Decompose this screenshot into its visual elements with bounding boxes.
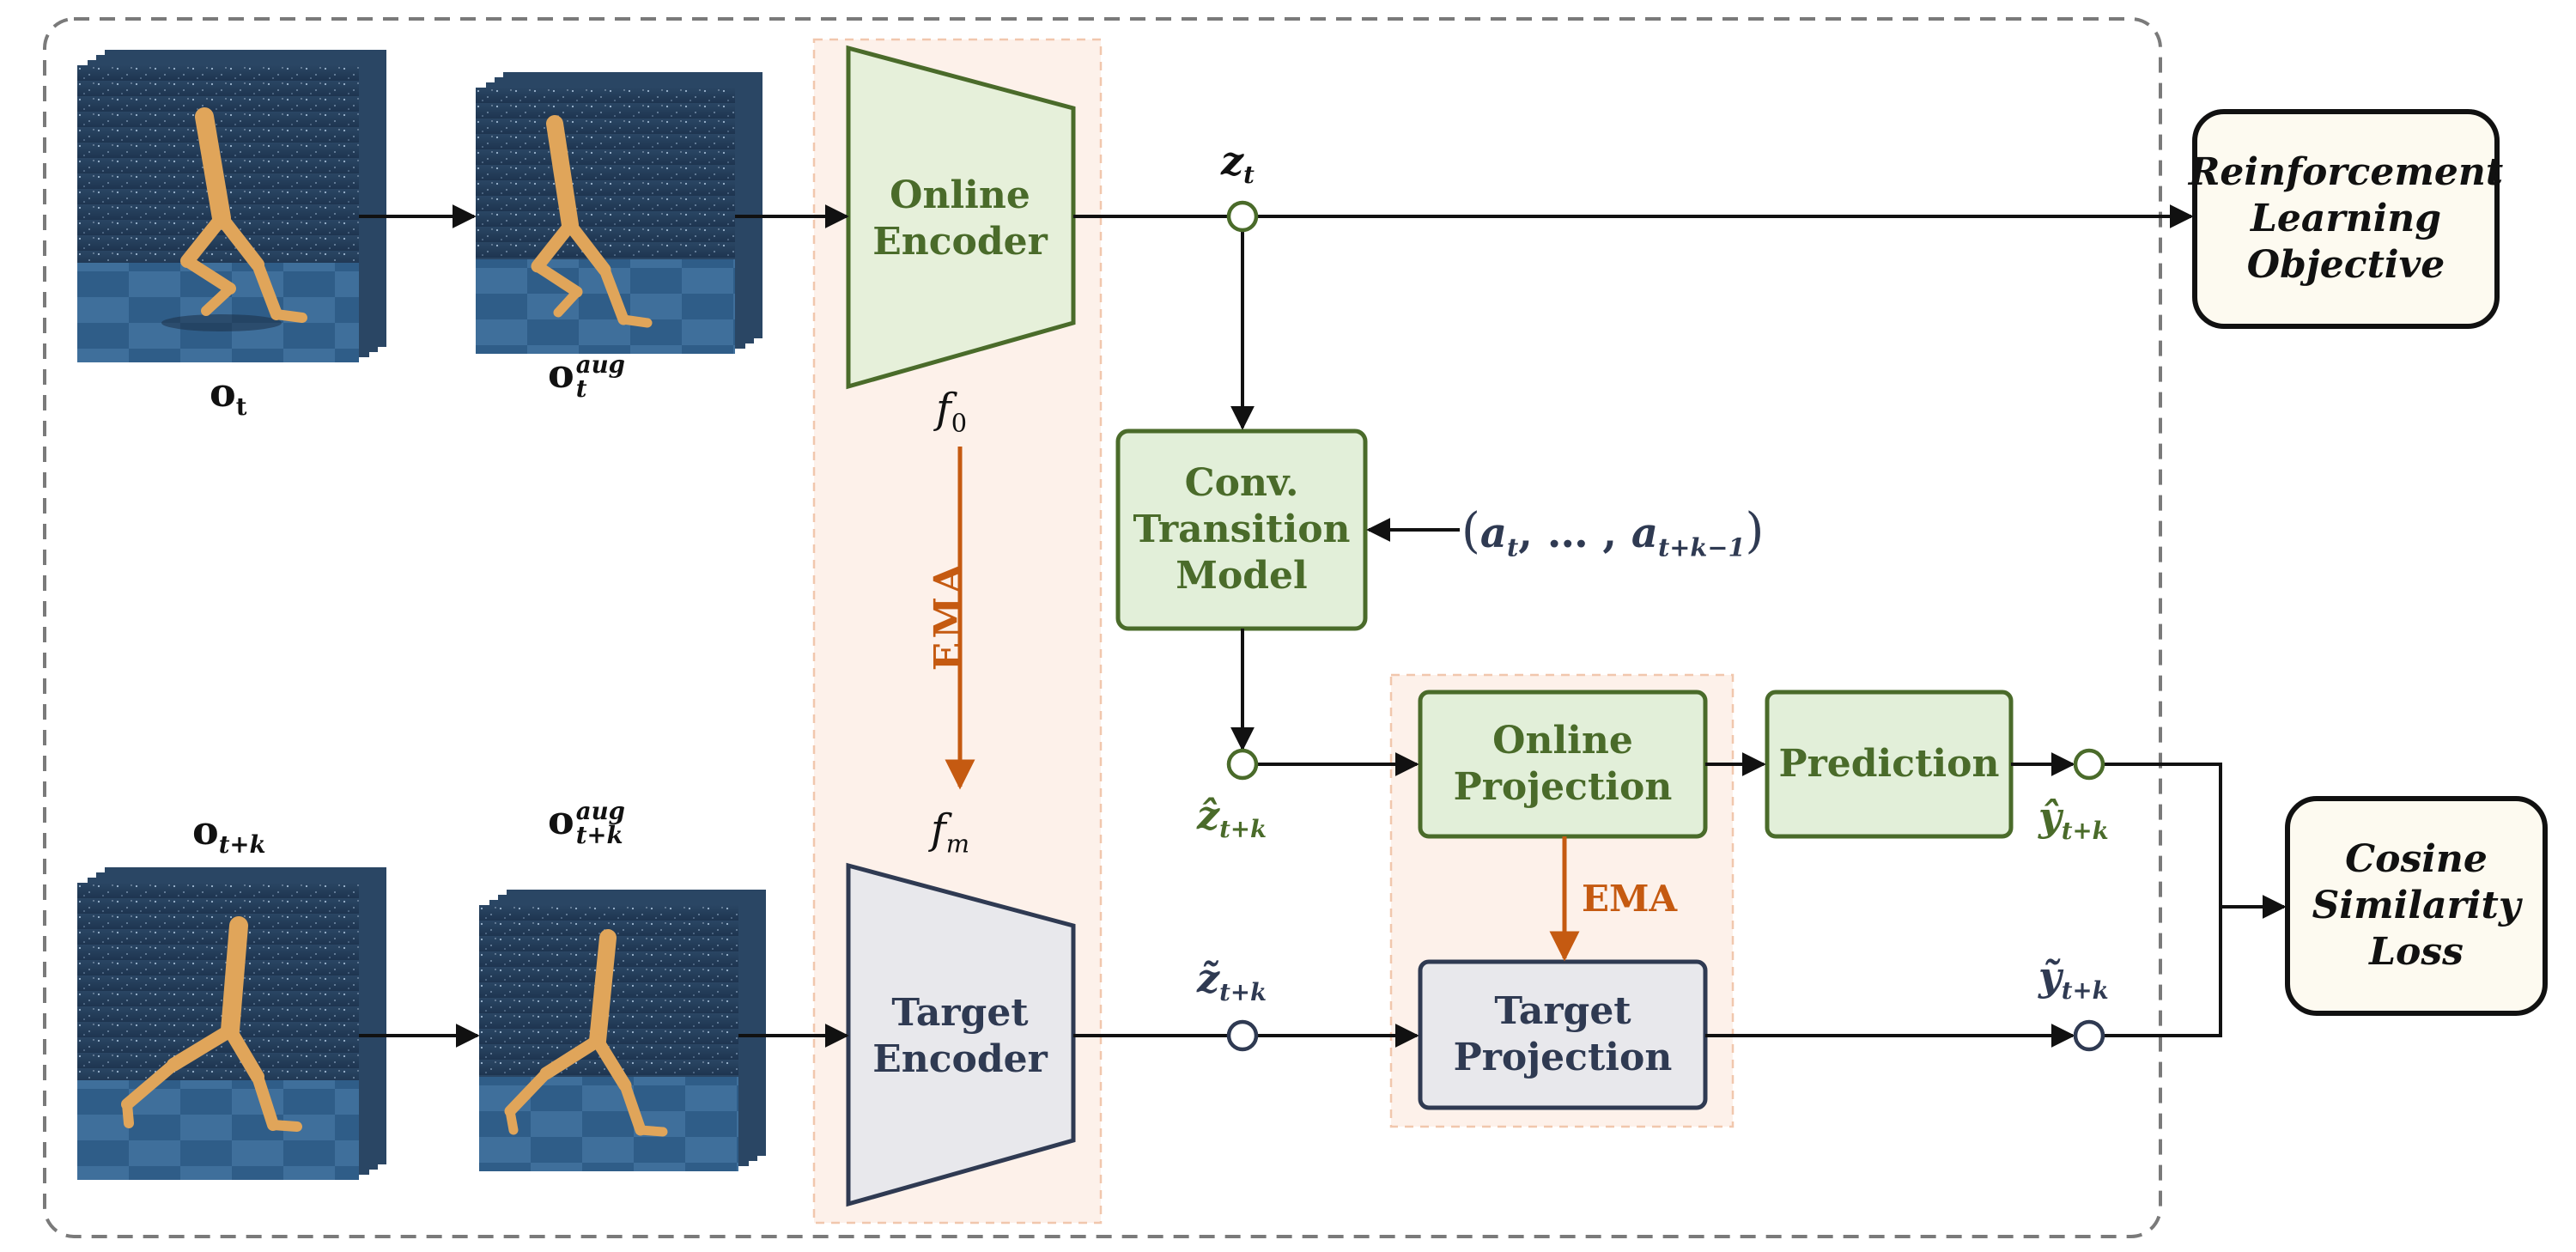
connector-yhat-to-loss xyxy=(2104,763,2222,907)
rl-objective-box xyxy=(2192,109,2500,329)
label-ytilde: ỹt+k xyxy=(2038,953,2109,1006)
node-ztilde xyxy=(1226,1019,1259,1052)
frame-stack-otk xyxy=(77,867,386,1180)
label-zhat: ẑt+k xyxy=(1197,792,1267,844)
frame-stack-ot-aug xyxy=(476,72,762,354)
label-zt: zt xyxy=(1221,137,1255,190)
target-encoder-shape xyxy=(846,862,1076,1207)
prediction-label: Prediction xyxy=(1778,742,2000,787)
frame-stack-otk-aug xyxy=(479,890,766,1171)
node-ytilde xyxy=(2073,1019,2105,1052)
label-fm: fm xyxy=(931,805,970,859)
label-yhat: ŷt+k xyxy=(2038,793,2109,846)
connector-ytilde-to-loss xyxy=(2104,907,2222,1037)
cosine-loss-box xyxy=(2285,796,2548,1016)
node-zt xyxy=(1226,200,1259,233)
ema-projection-label: EMA xyxy=(1582,878,1678,920)
frame-stack-ot xyxy=(77,50,386,362)
outer-dashed-frame xyxy=(43,17,2162,1238)
action-sequence-label: (at, … , at+k−1) xyxy=(1461,503,1765,562)
node-zhat xyxy=(1226,748,1259,781)
ema-vertical-label: EMA xyxy=(927,560,970,672)
label-ztilde: z̃t+k xyxy=(1197,955,1267,1007)
label-otk: ot+k xyxy=(192,807,266,860)
online-encoder-shape xyxy=(846,45,1076,390)
label-f0: f0 xyxy=(936,385,968,438)
label-ot: ot xyxy=(210,369,247,422)
node-yhat xyxy=(2073,748,2105,781)
